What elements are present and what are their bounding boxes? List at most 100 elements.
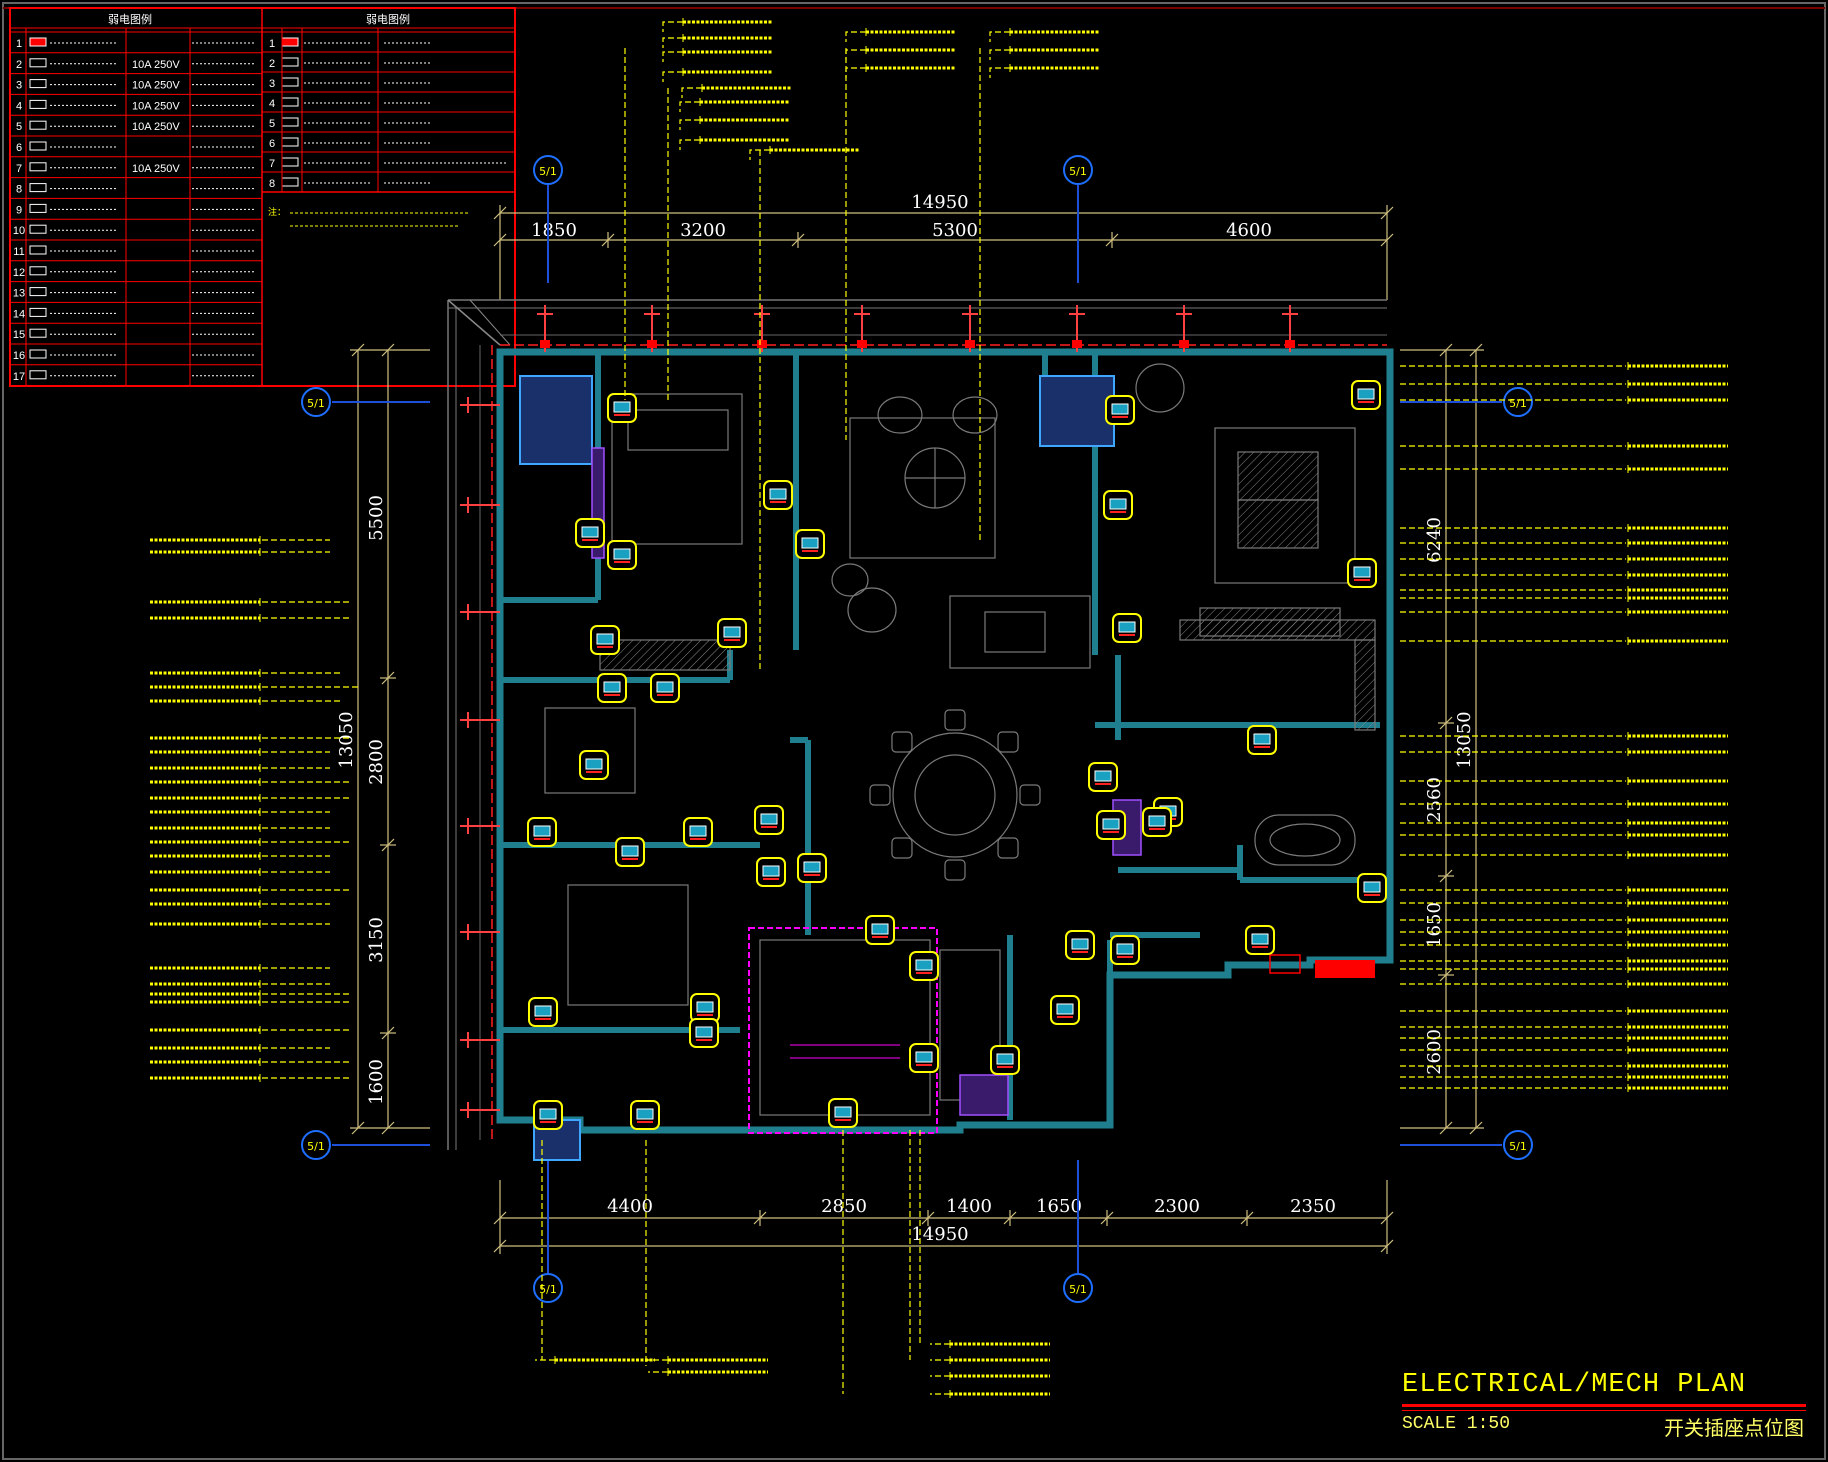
annotation-label (1627, 916, 1728, 924)
leader-line (662, 37, 683, 48)
callout-tag: 5/1 (1503, 387, 1533, 417)
annotation-label (1627, 1062, 1728, 1070)
legend-row-number: 12 (13, 267, 25, 279)
dining-chair (1019, 784, 1041, 806)
outlet-symbol (756, 857, 786, 887)
dim-bottom-seg-3: 1400 (946, 1196, 992, 1217)
annotation-label (1627, 362, 1728, 370)
outlet-symbol (650, 673, 680, 703)
dim-top-seg-2: 3200 (680, 220, 726, 241)
legend-row: 2 (262, 51, 515, 70)
window-marker (460, 1032, 500, 1048)
annotation-label (150, 598, 261, 606)
svg-text:5/1: 5/1 (539, 1283, 557, 1296)
annotation-label (1627, 777, 1728, 785)
outlet-symbol (1247, 725, 1277, 755)
annotation-label (150, 778, 261, 786)
annotation-label (1627, 1046, 1728, 1054)
annotation-label (865, 28, 956, 36)
dim-right-seg-4: 2600 (1424, 1029, 1445, 1075)
outlet-symbol (763, 480, 793, 510)
drawing-title-cn: 开关插座点位图 (1664, 1416, 1804, 1440)
callout-tag: 5/1 (301, 1130, 331, 1160)
leader-line (845, 67, 866, 78)
legend-row-number: 5 (16, 121, 22, 133)
outlet-symbol (533, 1100, 563, 1130)
legend-row-number: 3 (269, 78, 275, 90)
annotation-label (1627, 637, 1728, 645)
outlet-symbol (1096, 810, 1126, 840)
legend-row-number: 4 (269, 98, 275, 110)
outlet-symbol (909, 1043, 939, 1073)
legend-row-number: 2 (269, 58, 275, 70)
legend-row-number: 6 (16, 142, 22, 154)
annotation-label (150, 1074, 261, 1082)
title-underline-thin (1402, 1410, 1806, 1411)
legend-row: 9 (10, 197, 262, 216)
annotation-label (150, 669, 261, 677)
outlet-symbol (630, 1100, 660, 1130)
dim-bottom-seg-4: 1650 (1036, 1196, 1082, 1217)
annotation-label (1627, 396, 1728, 404)
legend-row: 1 (10, 31, 262, 50)
window-marker (460, 924, 500, 940)
annotation-label (667, 1356, 768, 1364)
legend-row: 1 (262, 31, 515, 50)
annotation-label (150, 734, 261, 742)
annotation-label (150, 1026, 261, 1034)
callout-bubbles: 5/1 5/1 5/1 5/1 5/1 5/1 5/1 5/1 (301, 155, 1533, 1303)
outlet-symbol (1065, 930, 1095, 960)
annotation-label (150, 824, 261, 832)
dim-left-total: 13050 (336, 711, 357, 768)
outlet-symbol (528, 997, 558, 1027)
callout-tag: 5/1 (1063, 155, 1093, 185)
annotation-label (1627, 732, 1728, 740)
annotation-label (1627, 1084, 1728, 1092)
svg-text:5/1: 5/1 (1069, 165, 1087, 178)
outlet-symbol (1110, 935, 1140, 965)
annotation-label (865, 64, 956, 72)
leader-line (662, 21, 683, 32)
outlet-symbol (717, 618, 747, 648)
legend-title-strong: 弱电图例 (366, 12, 410, 26)
dim-right-seg-3: 1650 (1424, 902, 1445, 948)
leader-line (662, 71, 683, 82)
annotation-label (949, 1372, 1050, 1380)
legend-row: 11 (10, 239, 262, 258)
leader-line (679, 139, 700, 150)
legend-row: 8 (10, 177, 262, 196)
window-marker (1069, 305, 1085, 352)
callout-tag: 5/1 (1503, 1130, 1533, 1160)
annotation-label (150, 808, 261, 816)
annotation-label (699, 98, 790, 106)
legend-row: 5 (262, 111, 515, 130)
legend-row: 3 (262, 71, 515, 90)
legend-row-rating: 10A 250V (132, 121, 180, 133)
outlet-symbol (690, 993, 720, 1023)
annotation-label (1627, 571, 1728, 579)
annotation-label (150, 697, 261, 705)
annotation-label (949, 1390, 1050, 1398)
window-marker (962, 305, 978, 352)
leader-line (662, 51, 683, 62)
dining-chair (944, 859, 966, 881)
annotation-label (150, 548, 261, 556)
dim-top-total: 14950 (911, 192, 968, 213)
leader-lines (150, 18, 1728, 1398)
legend-row-number: 6 (269, 138, 275, 150)
annotation-label (150, 794, 261, 802)
leader-line (845, 31, 866, 42)
annotation-label (1627, 1073, 1728, 1081)
leader-line (681, 87, 702, 98)
window-marker (1176, 305, 1192, 352)
annotation-label (1627, 442, 1728, 450)
dim-bottom-seg-6: 2350 (1290, 1196, 1336, 1217)
annotation-label (1627, 555, 1728, 563)
annotation-label (150, 990, 261, 998)
legend-row-number: 9 (16, 204, 22, 216)
svg-text:5/1: 5/1 (1509, 1140, 1527, 1153)
annotation-label (1627, 886, 1728, 894)
annotation-label (150, 838, 261, 846)
